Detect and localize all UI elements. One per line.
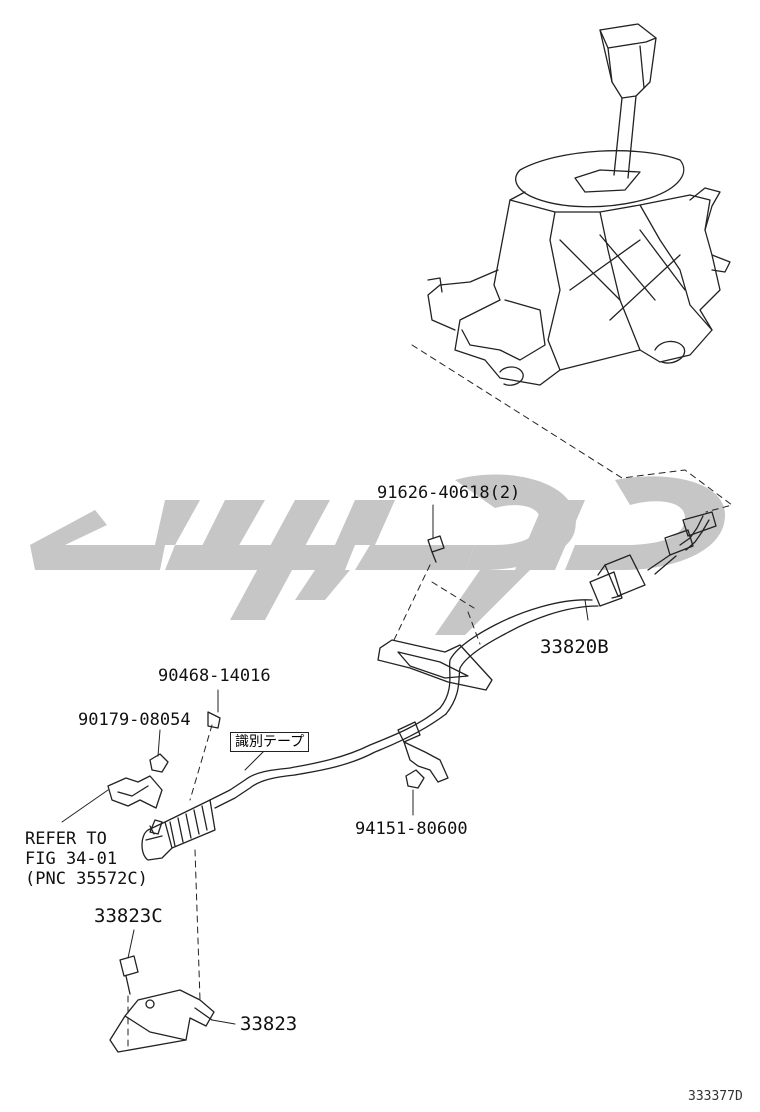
- label-clip: 90468-14016: [158, 666, 271, 686]
- cable-bracket-plate: [377, 639, 493, 691]
- clip-bracket-part: [405, 769, 425, 789]
- bolt-top: [427, 535, 445, 563]
- label-bracket: 33823: [240, 1013, 298, 1035]
- bracket-part: [109, 989, 215, 1053]
- clip-part: [207, 711, 221, 729]
- refer-bracket: [107, 775, 163, 809]
- watermark-shapes: [30, 474, 725, 635]
- label-nut: 90179-08054: [78, 710, 191, 730]
- label-refer-line1: REFER TO: [25, 829, 107, 849]
- label-bolt-shift-lever: 91626-40618(2): [377, 483, 521, 503]
- label-refer-line2: FIG 34-01: [25, 849, 118, 869]
- nut-part: [149, 753, 169, 773]
- leader-lines: [61, 504, 589, 1025]
- shift-cable: [141, 511, 717, 861]
- label-cable-assembly: 33820B: [540, 636, 609, 658]
- shift-knob: [599, 23, 657, 99]
- watermark-logo: [30, 474, 725, 635]
- shift-lever-housing: [427, 150, 731, 386]
- dashed-reference: [127, 344, 733, 1051]
- shift-rod: [613, 95, 637, 179]
- bolt-bracket: [119, 955, 139, 995]
- label-clip-bracket: 94151-80600: [355, 819, 468, 839]
- label-id-tape: 識別テープ: [230, 732, 310, 752]
- label-bolt-bracket: 33823C: [94, 905, 163, 927]
- label-refer-line3: (PNC 35572C): [25, 869, 148, 889]
- figure-id: 333377D: [688, 1089, 743, 1104]
